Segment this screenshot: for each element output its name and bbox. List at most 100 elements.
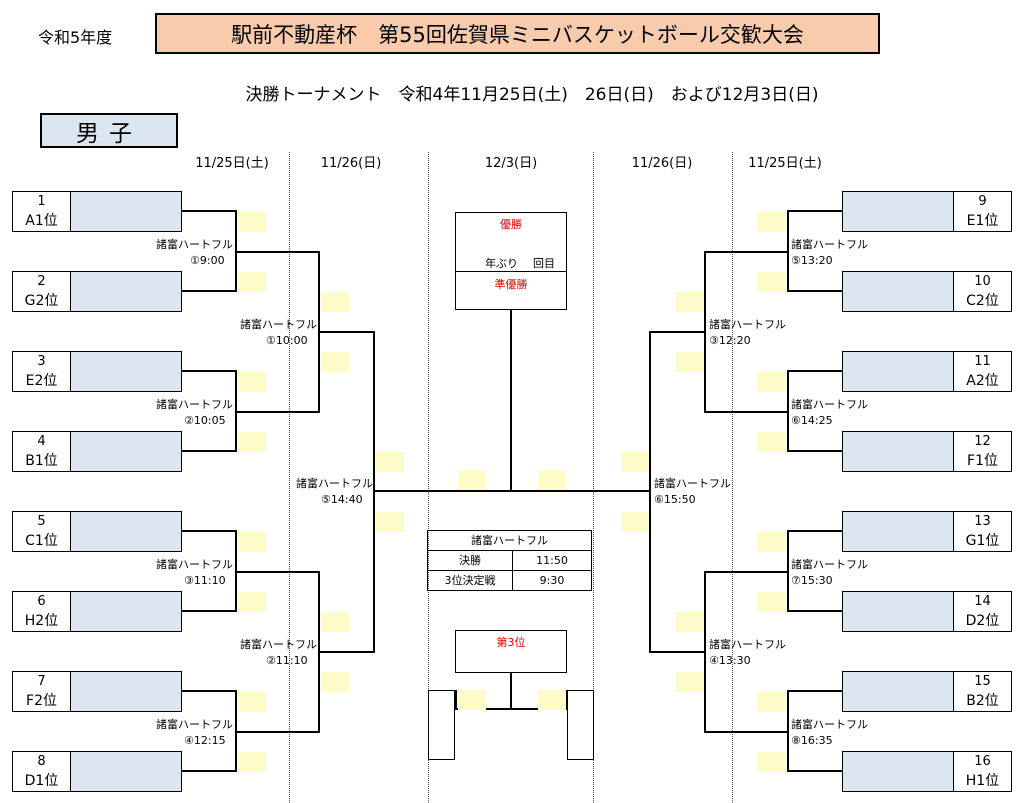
team-rank: A2位 xyxy=(953,371,1011,391)
bracket-line xyxy=(511,490,651,492)
bracket-line xyxy=(566,690,568,710)
bracket-line xyxy=(649,651,706,653)
schedule-label: 決勝 xyxy=(428,551,513,570)
year-label: 令和5年度 xyxy=(38,28,113,47)
match-venue: 諸富ハートフル xyxy=(791,238,868,251)
tournament-subtitle: 決勝トーナメント 令和4年11月25日(土) 26日(日) および12月3日(日… xyxy=(245,85,819,105)
team-rank: G2位 xyxy=(13,291,71,311)
third-place-box: 第3位 xyxy=(455,630,567,673)
bracket-line xyxy=(318,331,375,333)
match-venue: 諸富ハートフル xyxy=(791,398,868,411)
score-cell xyxy=(458,690,486,710)
bracket-line xyxy=(235,571,320,573)
times-label: 回目 xyxy=(533,257,555,270)
team-rank: F2位 xyxy=(13,691,71,711)
bracket-line xyxy=(510,309,512,492)
score-cell xyxy=(376,452,404,472)
bracket-line xyxy=(182,690,237,692)
match-venue: 諸富ハートフル xyxy=(156,558,233,571)
divider xyxy=(456,271,566,272)
schedule-time: 9:30 xyxy=(539,574,565,587)
years-label: 年ぶり xyxy=(485,257,518,270)
bracket-line xyxy=(182,450,237,452)
team-number: 5 xyxy=(13,512,71,532)
team-rank: D2位 xyxy=(953,611,1011,631)
match-time: ③12:20 xyxy=(709,334,751,347)
team-number: 6 xyxy=(13,592,71,612)
separator xyxy=(428,152,429,803)
team-number: 2 xyxy=(13,272,71,292)
schedule-label: 3位決定戦 xyxy=(428,571,513,590)
score-cell xyxy=(758,432,786,452)
score-cell xyxy=(758,692,786,712)
match-venue: 諸富ハートフル xyxy=(654,477,731,490)
bracket-line xyxy=(787,530,842,532)
team-rank: E2位 xyxy=(13,371,71,391)
bracket-line xyxy=(182,530,237,532)
score-cell xyxy=(321,352,349,372)
gender-label: 男子 xyxy=(40,113,178,148)
date-header-final: 12/3(日) xyxy=(484,156,538,171)
score-cell xyxy=(758,272,786,292)
bracket-line xyxy=(455,708,567,710)
team-number: 11 xyxy=(953,352,1011,372)
match-venue: 諸富ハートフル xyxy=(156,398,233,411)
match-time: ⑤14:40 xyxy=(321,493,363,506)
separator xyxy=(289,152,290,803)
bracket-line xyxy=(787,450,842,452)
score-cell xyxy=(676,672,704,692)
bracket-line xyxy=(649,331,651,653)
bracket-line xyxy=(649,331,706,333)
third-place-label: 第3位 xyxy=(496,636,526,649)
bracket-line xyxy=(373,331,375,653)
team-rank: B1位 xyxy=(13,451,71,471)
bracket-line xyxy=(182,770,237,772)
date-header-right-1: 11/25日(土) xyxy=(748,156,822,171)
schedule-time: 11:50 xyxy=(536,554,568,567)
bracket-line xyxy=(787,690,842,692)
team-number: 12 xyxy=(953,432,1011,452)
match-venue: 諸富ハートフル xyxy=(156,718,233,731)
separator xyxy=(593,152,594,803)
match-time: ⑥15:50 xyxy=(654,493,696,506)
match-time: ⑦15:30 xyxy=(791,574,833,587)
score-cell xyxy=(321,292,349,312)
score-cell xyxy=(758,212,786,232)
tournament-title: 駅前不動産杯 第55回佐賀県ミニバスケットボール交歓大会 xyxy=(155,13,880,54)
score-cell xyxy=(676,352,704,372)
team-rank: B2位 xyxy=(953,691,1011,711)
team-number: 7 xyxy=(13,672,71,692)
score-cell xyxy=(621,452,649,472)
bracket-line xyxy=(182,610,237,612)
date-header-left-2: 11/26(日) xyxy=(320,156,382,171)
match-time: ②11:10 xyxy=(266,654,308,667)
team-number: 13 xyxy=(953,512,1011,532)
score-cell xyxy=(376,512,404,532)
match-venue: 諸富ハートフル xyxy=(791,558,868,571)
match-venue: 諸富ハートフル xyxy=(156,238,233,251)
score-cell xyxy=(758,592,786,612)
champion-box: 優勝 年ぶり 回目 準優勝 xyxy=(455,212,567,310)
third-place-slot-left xyxy=(428,690,455,760)
team-rank: G1位 xyxy=(953,531,1011,551)
match-time: ⑥14:25 xyxy=(791,414,833,427)
bracket-line xyxy=(182,370,237,372)
bracket-line xyxy=(373,490,511,492)
team-rank: C1位 xyxy=(13,531,71,551)
separator xyxy=(732,152,733,803)
third-place-slot-right xyxy=(567,690,594,760)
bracket-line xyxy=(704,411,789,413)
bracket-line xyxy=(182,290,237,292)
date-header-right-2: 11/26(日) xyxy=(631,156,693,171)
team-number: 15 xyxy=(953,672,1011,692)
score-cell xyxy=(676,612,704,632)
